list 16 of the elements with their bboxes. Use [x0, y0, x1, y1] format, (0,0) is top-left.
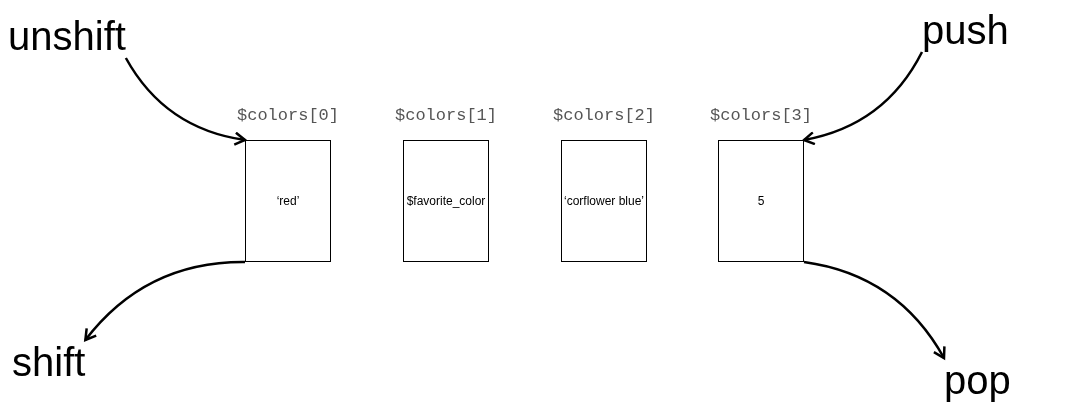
operation-label: push: [922, 8, 1009, 52]
value-text: $favorite_color: [406, 194, 486, 208]
index-label: $colors[3]: [709, 106, 813, 125]
curved-arrow: [84, 260, 246, 342]
value-text: ‘red’: [276, 194, 300, 208]
value-text: ‘corflower blue’: [563, 194, 644, 208]
index-label: $colors[0]: [236, 106, 340, 125]
curved-arrow: [124, 57, 247, 146]
operation-label: shift: [12, 340, 86, 384]
index-label: $colors[1]: [394, 106, 498, 125]
operation-label: pop: [944, 358, 1011, 402]
curved-arrow: [803, 260, 946, 360]
operation-label: unshift: [8, 14, 126, 58]
curved-arrow: [802, 51, 924, 145]
index-label: $colors[2]: [552, 106, 656, 125]
value-text: 5: [757, 194, 765, 208]
